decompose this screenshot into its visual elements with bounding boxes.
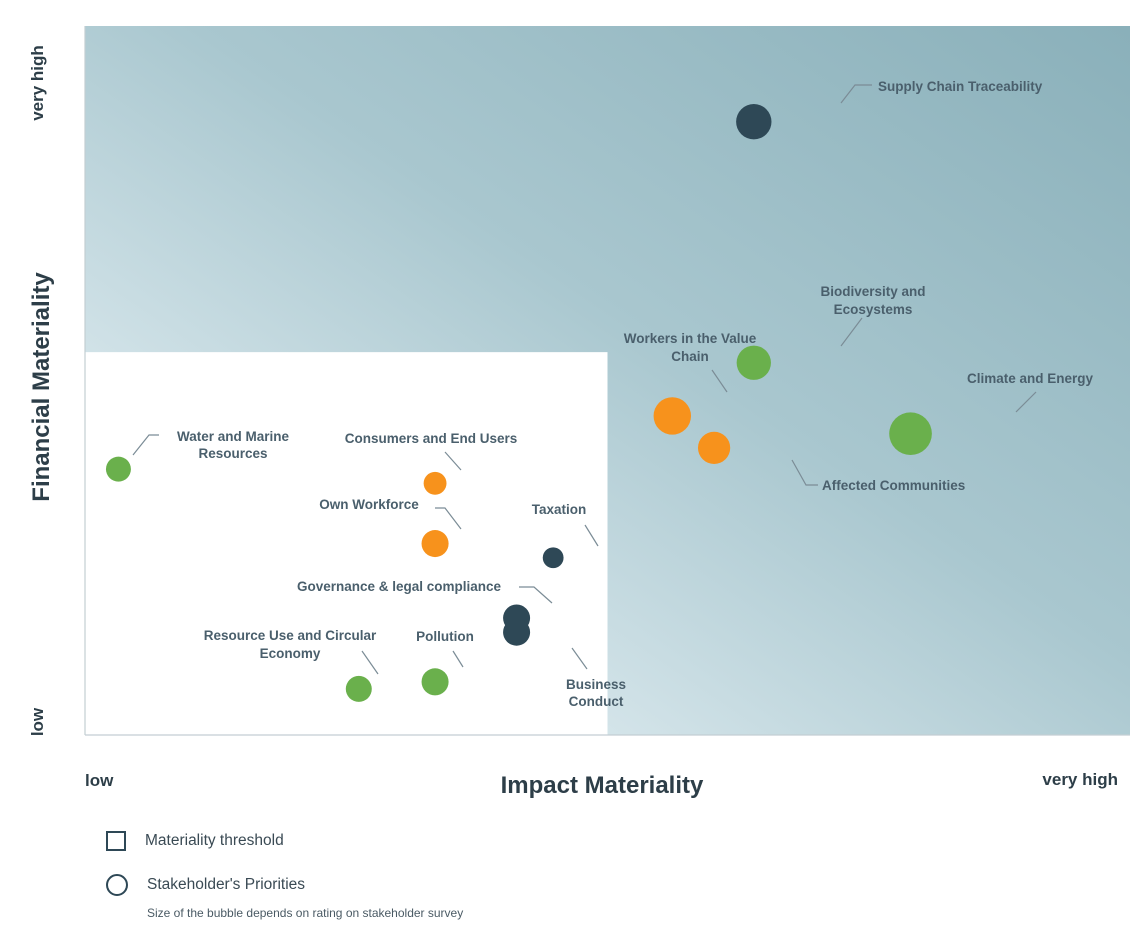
label-own-workforce: Own Workforce: [319, 497, 419, 512]
leader-workers-in-the-value-chain: [711, 369, 728, 393]
leader-resource-use-and-circular-economy: [361, 650, 379, 675]
bubble-resource-use-and-circular-economy: [345, 675, 372, 702]
label-affected-communities: Affected Communities: [822, 478, 965, 493]
legend: Materiality threshold Stakeholder's Prio…: [106, 828, 463, 920]
leader-affected-communities: [791, 459, 818, 486]
circle-icon: [106, 874, 128, 896]
label-taxation: Taxation: [532, 502, 587, 517]
bubble-taxation: [542, 547, 564, 569]
leader-business-conduct: [571, 647, 588, 670]
bubble-water-and-marine-resources: [105, 456, 131, 482]
label-leader-lines: [132, 84, 1037, 675]
bubbles: [105, 104, 932, 702]
bubble-affected-communities: [697, 431, 731, 464]
legend-threshold-label: Materiality threshold: [145, 832, 284, 849]
bubble-biodiversity-and-ecosystems: [736, 345, 771, 380]
bubble-consumers-and-end-users: [423, 471, 447, 495]
label-governance-and-legal-compliance: Governance & legal compliance: [297, 579, 502, 594]
bubble-own-workforce: [421, 530, 449, 558]
bubble-pollution: [421, 668, 449, 696]
label-pollution: Pollution: [416, 629, 474, 644]
bubble-workers-in-the-value-chain: [653, 397, 692, 435]
y-tick-high: very high: [28, 45, 47, 121]
leader-taxation: [584, 524, 599, 547]
x-tick-high: very high: [1042, 770, 1118, 789]
leader-own-workforce: [435, 507, 462, 530]
leader-supply-chain-traceability: [840, 84, 872, 104]
y-axis-title: Financial Materiality: [28, 272, 55, 502]
x-axis-title: Impact Materiality: [501, 772, 704, 799]
leader-climate-and-energy: [1015, 391, 1037, 413]
label-supply-chain-traceability: Supply Chain Traceability: [878, 79, 1043, 94]
leader-pollution: [452, 650, 464, 668]
bubble-climate-and-energy: [889, 412, 932, 455]
label-climate-and-energy: Climate and Energy: [967, 371, 1094, 386]
bubble-business-conduct: [503, 618, 531, 646]
leader-governance-and-legal-compliance: [519, 586, 553, 604]
x-tick-low: low: [85, 771, 114, 790]
leader-water-and-marine-resources: [132, 434, 159, 456]
square-icon: [106, 831, 126, 851]
bubble-supply-chain-traceability: [736, 104, 772, 140]
materiality-threshold-region: [85, 352, 608, 735]
leader-biodiversity-and-ecosystems: [840, 317, 863, 347]
legend-priorities: Stakeholder's Priorities: [106, 872, 305, 898]
legend-threshold: Materiality threshold: [106, 828, 305, 854]
leader-consumers-and-end-users: [444, 451, 462, 471]
label-consumers-and-end-users: Consumers and End Users: [345, 431, 518, 446]
y-tick-low: low: [28, 707, 47, 736]
legend-priorities-label: Stakeholder's Priorities: [147, 876, 306, 893]
legend-priorities-note: Size of the bubble depends on rating on …: [147, 906, 464, 920]
